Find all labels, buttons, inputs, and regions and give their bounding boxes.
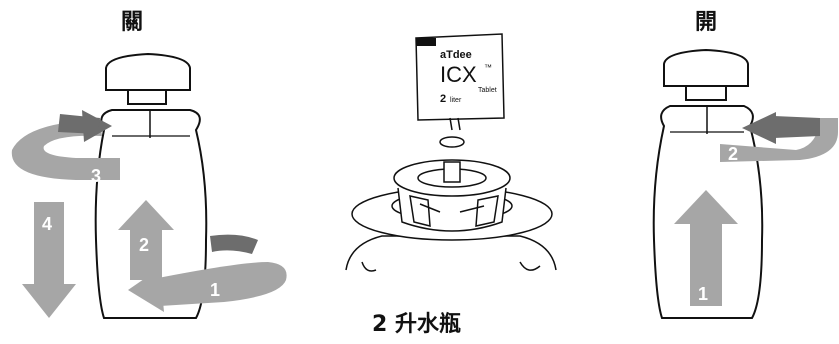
step-1-label: 1	[210, 280, 220, 300]
open-step-1-up-arrow	[674, 190, 738, 306]
step-4-down-arrow	[22, 202, 76, 318]
open-step-2-rotate-arrow	[720, 112, 838, 162]
open-step-2-label: 2	[728, 144, 738, 164]
packet-tm: ™	[484, 63, 492, 72]
open-step-1-label: 1	[698, 284, 708, 304]
step-3-label: 3	[91, 166, 101, 186]
packet-volume-unit: liter	[450, 97, 462, 104]
step-3-rotate-arrow	[11, 110, 120, 180]
open-title: 開	[695, 10, 718, 35]
tablet-packet: aTdee ICX ™ Tablet 2 liter	[415, 33, 505, 121]
packet-sub: Tablet	[478, 87, 497, 94]
cap-neck	[127, 89, 167, 105]
step-1-rotate-arrow	[128, 234, 287, 312]
close-title: 關	[121, 10, 144, 35]
bottle-cap-open	[663, 48, 749, 87]
packet-product: ICX	[440, 62, 477, 87]
packet-brand: aTdee	[440, 49, 472, 61]
filter-cap	[345, 159, 557, 272]
step-2-label: 2	[139, 235, 149, 255]
bottle-size-caption: 2 升水瓶	[372, 312, 461, 337]
tablet	[439, 117, 465, 148]
packet-volume: 2	[440, 93, 446, 105]
step-4-label: 4	[42, 214, 52, 234]
bottle-cap	[105, 52, 191, 91]
